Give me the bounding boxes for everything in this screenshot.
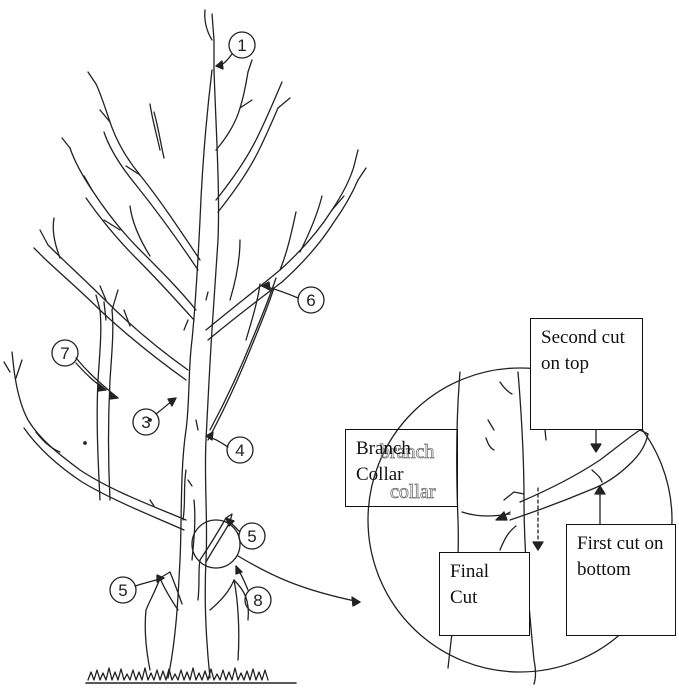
marker-1-label: 1	[237, 36, 246, 55]
marker-4-label: 4	[235, 441, 244, 460]
limb-3	[47, 244, 189, 371]
limb-left-low	[13, 369, 187, 521]
callout-second-cut-text: Second cut on top	[541, 327, 625, 374]
tree-drawing	[3, 9, 367, 684]
marker-5-label: 5	[247, 527, 256, 546]
zoom-circle-detail	[367, 367, 673, 673]
marker-7-label: 7	[60, 344, 69, 363]
detail-drawing	[447, 369, 649, 685]
detail-branch-bottom-edge	[509, 433, 649, 521]
marker-labels: 1 3 4 5 5 6 7 8	[60, 36, 315, 610]
marker-6-label: 6	[306, 291, 315, 310]
callout-second-cut: Second cut on top	[530, 318, 643, 430]
grass	[87, 667, 269, 681]
callout-first-cut: First cut on bottom	[566, 524, 676, 636]
callout-final-cut-text: Final Cut	[450, 561, 490, 608]
callout-final-cut: Final Cut	[439, 552, 530, 636]
markers	[51, 31, 325, 614]
zoom-arrow	[237, 555, 361, 603]
marker-5b-label: 5	[118, 581, 127, 600]
limb-6	[205, 165, 355, 331]
marker-arrows	[75, 53, 299, 591]
limb-7	[96, 309, 102, 501]
ghost-text-collar: collar	[390, 481, 436, 503]
zoom-circle-small	[191, 519, 241, 569]
callout-first-cut-text: First cut on bottom	[577, 533, 664, 580]
marker-3-label: 3	[141, 413, 150, 432]
trunk-right-edge	[204, 69, 220, 679]
ghost-text-branch: branch	[380, 441, 434, 463]
marker-8-label: 8	[253, 591, 262, 610]
callout-branch-collar-text: Branch Collar	[356, 438, 411, 485]
trunk-left-edge	[167, 69, 213, 679]
detail-branch-top-edge	[519, 429, 641, 503]
callout-branch-collar: Branch Collar	[345, 429, 458, 507]
